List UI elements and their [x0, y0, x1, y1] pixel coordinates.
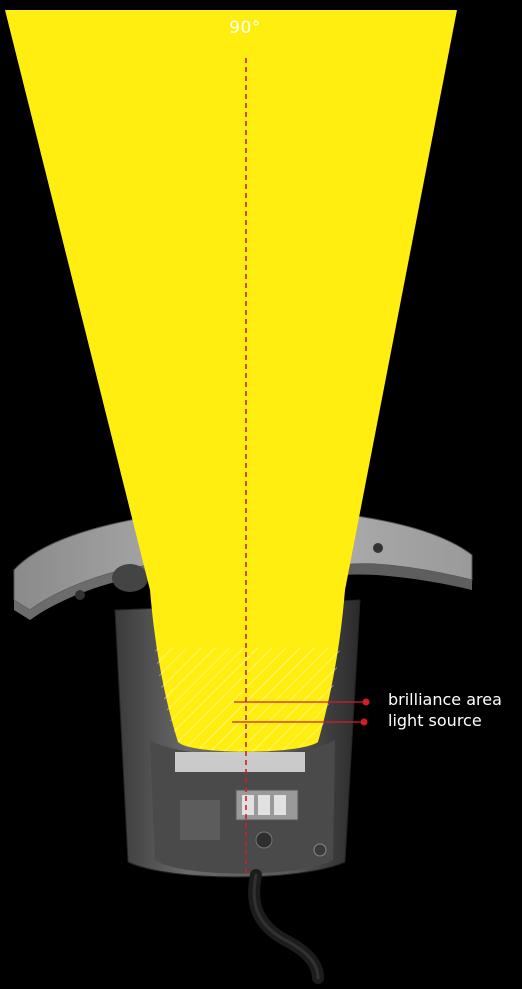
callout-dot-icon [360, 718, 368, 726]
screw-hole-icon [373, 543, 383, 553]
side-opening [112, 564, 148, 592]
beam-angle-label: 90° [229, 18, 261, 38]
screw-hole-icon [75, 590, 85, 600]
light-beam [5, 10, 457, 752]
callout-light-source: light source [388, 711, 482, 730]
callout-brilliance-leader [234, 698, 370, 706]
callout-light-source-leader [232, 718, 368, 726]
led-ring [175, 752, 305, 772]
callout-brilliance-area: brilliance area [388, 690, 502, 709]
power-cable [248, 869, 324, 984]
brilliance-area-hatch [155, 648, 340, 752]
callout-dot-icon [362, 698, 370, 706]
cable-gland [255, 831, 273, 849]
driver-module [180, 800, 220, 840]
